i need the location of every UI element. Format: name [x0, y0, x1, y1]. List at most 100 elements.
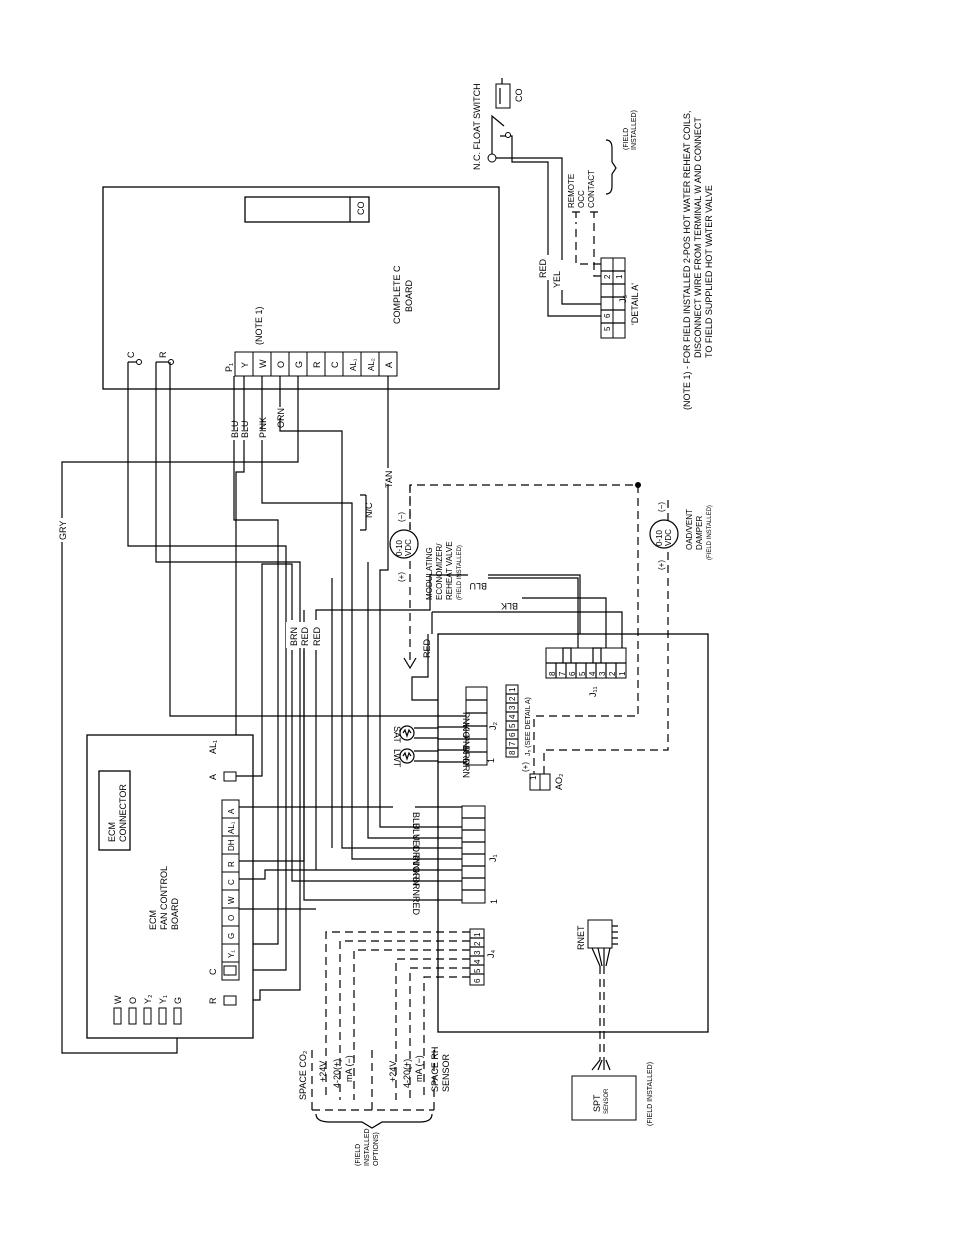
c-board-r-label: R: [158, 351, 168, 358]
j1-wire-labels: BLU BLU YEL ORN PINK GRN BRN RED: [393, 800, 421, 916]
j2-pin1-label: 1: [486, 758, 496, 763]
j5-inner-pin-5: 5: [508, 723, 517, 728]
j5-inner-pin-4: 4: [508, 714, 517, 719]
p1-terminal-a: A: [384, 362, 394, 368]
ecm-terminal-r: R: [227, 861, 236, 867]
note-1: (NOTE 1) - FOR FIELD INSTALLED 2-POS HOT…: [682, 111, 714, 410]
rnet-connector: RNET: [576, 919, 618, 967]
j4-pin-3: 3: [473, 950, 482, 955]
wire-label-red-2: RED: [312, 626, 322, 646]
ecm-side-al1-label: AL₁: [208, 740, 218, 754]
j11-pin-4: 4: [588, 671, 597, 676]
space-rh-sensor: SPACE RH SENSOR +24V 4-20(+) mA (−): [388, 1047, 451, 1092]
note-line-1: (NOTE 1) - FOR FIELD INSTALLED 2-POS HOT…: [682, 111, 692, 410]
j5-inner-pin-3: 3: [508, 705, 517, 710]
field-installed-options: (FIELD INSTALLED OPTIONS): [315, 1113, 433, 1166]
wire-label-orn: ORN: [276, 408, 286, 428]
space-co2-title: SPACE CO₂: [298, 1050, 308, 1100]
j4-connector: 6 5 4 3 2 1 J₄: [469, 928, 496, 986]
valve-label-4: (FIELD INSTALLED): [457, 545, 463, 600]
damper-signal-2: VDC: [664, 529, 673, 546]
space-rh-title-1: SPACE RH: [430, 1047, 440, 1092]
j2-wire-orn: ORN: [461, 758, 471, 778]
j11-pin-7: 7: [558, 671, 567, 676]
detail-a-pin-6: 6: [603, 313, 612, 318]
j1-wiring: BRN RED RED: [236, 562, 581, 910]
valve-label-3: REHEAT VALVE: [445, 541, 454, 600]
spt-field-installed: (FIELD INSTALLED): [647, 1062, 654, 1126]
j2-wire-pnk-1: PNK: [461, 712, 471, 731]
wire-label-tan: TAN: [384, 471, 394, 488]
ecm-board-label-3: BOARD: [170, 897, 180, 930]
p1-terminal-al1: AL₁: [349, 358, 358, 371]
j2-wire-labels: PNK VIO PNK BRN ORN: [461, 712, 471, 778]
j11-pin-2: 2: [608, 671, 617, 676]
rh-420-1: 4-20(+): [402, 1059, 412, 1088]
float-switch-label: N.C. FLOAT SWITCH: [472, 83, 482, 170]
j2-connector: J₂ 1: [438, 686, 498, 766]
j4-pin-1: 1: [473, 932, 482, 937]
ecm-terminal-w: W: [227, 896, 236, 904]
j4-pin-2: 2: [473, 941, 482, 946]
damper-minus: (−): [657, 502, 666, 512]
co-block-label: CO: [356, 202, 366, 216]
valve-signal-1: 0-10: [395, 539, 404, 556]
j11-pin-6: 6: [568, 671, 577, 676]
ecm-side-a-label: A: [208, 774, 218, 780]
detail-a-field-2: INSTALLED): [631, 110, 638, 150]
remote-occ-2: OCC: [577, 190, 586, 208]
j5-inner-pin-7: 7: [508, 741, 517, 746]
detail-a-pin-1: 1: [615, 274, 624, 279]
j5-inner-connector: 8 7 6 5 4 3 2 1 J₅ (SEE DETAIL A): [505, 684, 532, 758]
ecm-board-label-1: ECM: [148, 910, 158, 930]
ecm-connector-pins: W O Y₂ Y₁ G: [113, 994, 183, 1025]
ecm-pin-w-label: W: [113, 995, 123, 1004]
ecm-pin-o-label: O: [128, 997, 138, 1004]
field-options-3: OPTIONS): [373, 1132, 380, 1166]
j11-pin-5: 5: [578, 671, 587, 676]
note-line-3: TO FIELD SUPPLIED HOT WATER VALVE: [704, 185, 714, 358]
oad-damper: 0-10 VDC (+) (−) OAD/VENT DAMPER (FIELD …: [649, 502, 713, 570]
j1-wire-yel: YEL: [411, 834, 421, 851]
complete-c-board: CO COMPLETE C BOARD (NOTE 1) P₁ Y W O G …: [102, 186, 500, 390]
p1-terminal-w: W: [258, 359, 268, 368]
j2-wire-pnk-2: PNK: [461, 735, 471, 754]
j5-inner-pin-8: 8: [508, 750, 517, 755]
detail-a-field-1: (FIELD: [623, 128, 630, 150]
field-wiring-dashed: [325, 482, 669, 1100]
ecm-side-r-label: R: [208, 997, 218, 1004]
rnet-label: RNET: [576, 925, 586, 950]
co-block: [244, 196, 370, 223]
j1-wire-red: RED: [411, 896, 421, 916]
float-co-label: CO: [514, 89, 524, 103]
j2-wire-brn: BRN: [461, 746, 471, 765]
j11-pin-1: 1: [618, 671, 627, 676]
field-options-2: INSTALLED: [364, 1128, 371, 1166]
wire-label-pink: PINK: [258, 417, 268, 438]
j5-inner-label: J₅ (SEE DETAIL A): [525, 697, 532, 756]
j1-wire-brn: BRN: [411, 877, 421, 896]
co2-24v: +24V: [318, 1061, 328, 1082]
j11-pin-8: 8: [548, 671, 557, 676]
damper-plus: (+): [657, 560, 666, 570]
ecm-terminal-al1: AL₁: [227, 821, 236, 834]
detail-a-title: 'DETAIL A': [630, 283, 640, 325]
ecm-terminal-strip: A AL₁ DH R C W O G Y₁ Y₂: [221, 799, 240, 981]
detail-a-pin-2: 2: [603, 274, 612, 279]
j2-wire-vio: VIO: [461, 723, 471, 739]
ao2-pin1: 1: [529, 775, 538, 780]
detail-a: 6 5 2 1 J₅ 'DETAIL A' RED YEL REMOTE OCC…: [472, 78, 640, 339]
controller-board: J₁ 1 BLU BLU YEL ORN PINK GRN BRN RED J₂…: [392, 574, 709, 1033]
ecm-pin-y2-label: Y₂: [143, 994, 153, 1004]
wire-label-gry: GRY: [58, 521, 68, 540]
p1-terminal-r: R: [312, 361, 322, 368]
j11-pin-3: 3: [598, 671, 607, 676]
damper-label-2: DAMPER: [695, 516, 704, 550]
p1-label: P₁: [224, 363, 234, 372]
c-board-c-label: C: [126, 351, 136, 358]
valve-label-1: MODULATING: [425, 547, 434, 600]
ecm-connector-block: [98, 770, 131, 851]
ecm-fan-control-board: ECM CONNECTOR ECM FAN CONTROL BOARD A AL…: [86, 734, 254, 1039]
spt-label: SPT: [592, 1094, 602, 1112]
lwt-label: LWT: [392, 749, 402, 768]
